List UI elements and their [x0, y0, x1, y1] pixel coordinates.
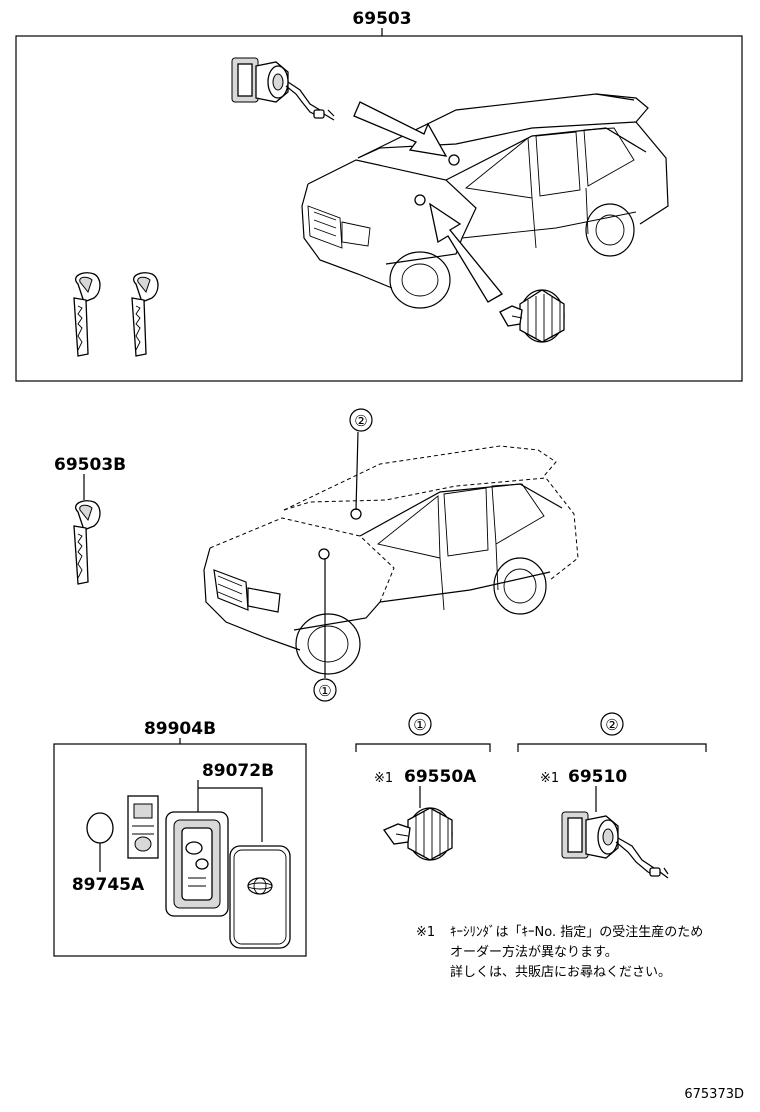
door-lock-cylinder-icon[interactable] [383, 807, 453, 861]
location-arrow-lower [429, 202, 503, 303]
group-1-bracket [355, 743, 491, 752]
lock-cylinder-with-lever-icon-2[interactable] [561, 811, 669, 879]
group-1-label: ① [413, 716, 426, 734]
ref-mark-1: ※1 [374, 771, 393, 786]
key-icon-1[interactable] [73, 272, 101, 357]
ref-mark-2: ※1 [540, 771, 559, 786]
group-1-cylinder: ① ※1 69550A [355, 712, 491, 861]
vehicle-illustration-middle [203, 445, 579, 675]
diagram-code: 675373D [684, 1087, 744, 1102]
part-number-89745a[interactable]: 89745A [72, 875, 145, 895]
lock-cylinder-with-lever-icon[interactable] [231, 57, 335, 121]
order-note: ※1 ｷｰｼﾘﾝﾀﾞは「ｷｰNo. 指定」の受注生産のため オーダー方法が異なり… [416, 924, 703, 980]
part-number-69503[interactable]: 69503 [352, 9, 411, 29]
callout-1-label: ① [318, 682, 331, 700]
part-number-89072b[interactable]: 89072B [202, 761, 274, 781]
vehicle-illustration-top [301, 93, 669, 309]
key-icon-2[interactable] [131, 272, 159, 357]
remote-kit-frame [53, 743, 307, 957]
callout-2-car: ② [349, 408, 373, 511]
group-2-label: ② [605, 716, 618, 734]
note-line-3: 詳しくは、共販店にお尋ねください。 [450, 964, 671, 980]
kit-69503-frame [15, 35, 743, 382]
part-number-69503b[interactable]: 69503B [54, 455, 126, 475]
remote-kit-89904b-group: 89904B 89072B 89745A [53, 719, 307, 957]
key-69503b-group: 69503B [54, 455, 126, 585]
group-2-bracket [517, 743, 707, 752]
remote-case-inner-icon[interactable] [165, 811, 229, 917]
callout-1-car: ① [313, 558, 337, 702]
note-line-2: オーダー方法が異なります。 [450, 944, 618, 960]
battery-icon[interactable] [86, 812, 114, 872]
circuit-board-icon[interactable] [127, 795, 159, 859]
part-number-69510[interactable]: 69510 [568, 767, 627, 787]
part-number-89904b[interactable]: 89904B [144, 719, 216, 739]
note-line-1: ｷｰｼﾘﾝﾀﾞは「ｷｰNo. 指定」の受注生産のため [450, 924, 703, 940]
callout-2-label: ② [354, 412, 367, 430]
note-mark: ※1 [416, 925, 435, 940]
glove-box-cylinder-icon[interactable] [499, 289, 565, 343]
part-number-69550a[interactable]: 69550A [404, 767, 477, 787]
location-arrow-upper [353, 101, 448, 157]
key-icon-single[interactable] [73, 500, 101, 585]
group-2-cylinder: ② ※1 69510 [517, 712, 707, 879]
remote-case-cover-icon[interactable] [229, 845, 291, 949]
kit-69503-group: 69503 [15, 9, 743, 382]
